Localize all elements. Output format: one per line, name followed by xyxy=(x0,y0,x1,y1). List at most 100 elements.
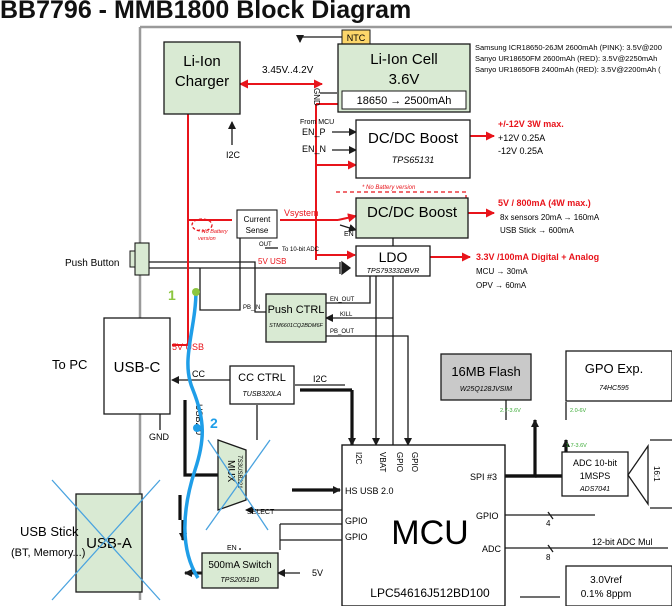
cell-capacity: 18650 → 2500mAh xyxy=(357,95,452,107)
adc-part: ADS7041 xyxy=(579,486,610,493)
cell-spec-2: Sanyo UR18650FM 2600mAh (RED): 3.5V@2250… xyxy=(475,54,657,63)
flash-label: 16MB Flash xyxy=(451,364,520,379)
depopulated-marks xyxy=(51,439,271,601)
to-adc-label: To 10-bit ADC xyxy=(282,247,320,253)
amp-triangle xyxy=(627,443,649,507)
sense-label-1: Current xyxy=(244,215,271,224)
switch-part: TPS2051BD xyxy=(221,577,260,584)
boost2-en: EN xyxy=(344,231,354,238)
flash-part: W25Q128JVSIM xyxy=(460,386,512,393)
vref-label-2: 0.1% 8ppm xyxy=(581,589,632,600)
mcu-gpio-right: GPIO xyxy=(476,511,499,521)
mux-part: TS3USB221 xyxy=(236,455,242,488)
no-battery-jumper xyxy=(191,218,213,232)
en-p-label: EN_P xyxy=(302,127,326,137)
cc-ctrl-part: TUSB320LA xyxy=(243,391,282,398)
ntc-label: NTC xyxy=(347,33,366,43)
boost2-spec-2: USB Stick → 600mA xyxy=(500,226,574,235)
v5-usb-line-label: 5V USB xyxy=(258,257,286,266)
cc-ctrl-label: CC CTRL xyxy=(238,372,286,384)
diagram-title: BB7796 - MMB1800 Block Diagram xyxy=(0,0,411,24)
usb-stick-label-2: (BT, Memory...) xyxy=(11,547,85,559)
gpo-voltage: 2.0-6V xyxy=(570,408,587,414)
cell-capacity-box xyxy=(341,90,467,110)
ldo-spec-title: 3.3V /100mA Digital + Analog xyxy=(476,252,599,262)
mcu-block xyxy=(341,444,506,607)
from-mcu-label: From MCU xyxy=(300,119,334,126)
ldo-spec-2: OPV → 60mA xyxy=(476,281,527,290)
to-pc-label: To PC xyxy=(52,357,87,372)
boost1-label: DC/DC Boost xyxy=(368,130,459,147)
dcdc-boost-pm12-block xyxy=(355,119,471,179)
boost2-label: DC/DC Boost xyxy=(367,204,458,221)
gpo-label: GPO Exp. xyxy=(585,361,644,376)
pb-in-label: PB_IN xyxy=(243,305,260,311)
usb-data-path xyxy=(183,289,204,579)
mcu-pin-gpio-1: GPIO xyxy=(395,452,404,472)
no-battery-note-2a: * No Battery xyxy=(198,229,229,235)
mcu-gpio-left-2: GPIO xyxy=(345,532,368,542)
cell-spec-1: Samsung ICR18650-26JM 2600mAh (PINK): 3.… xyxy=(475,43,662,52)
cc-label: CC xyxy=(192,369,205,379)
en-n-label: EN_N xyxy=(302,144,326,154)
mcu-adc-pin: ADC xyxy=(482,544,502,554)
charger-i2c: I2C xyxy=(226,150,241,160)
adc-mux-label: 12-bit ADC Mul xyxy=(592,537,653,547)
current-sense-block xyxy=(236,209,278,239)
annotation-2-dot xyxy=(193,424,201,432)
cell-gnd: GND xyxy=(312,88,321,106)
bus8-label: 8 xyxy=(546,553,551,562)
mcu-pin-gpio-2: GPIO xyxy=(410,452,419,472)
cc-ctrl-block xyxy=(229,365,295,405)
bus4-label: 4 xyxy=(546,519,551,528)
usb-c-block xyxy=(103,317,171,415)
amp-label: 16:1 xyxy=(652,466,661,482)
vref-label-1: 3.0Vref xyxy=(590,575,622,586)
boost1-spec-title: +/-12V 3W max. xyxy=(498,119,564,129)
dcdc-boost-5v-block xyxy=(355,197,469,239)
boost2-spec-1: 8x sensors 20mA → 160mA xyxy=(500,213,600,222)
mcu-spi: SPI #3 xyxy=(470,472,497,482)
mcu-part: LPC54616J512BD100 xyxy=(370,586,490,600)
mux-label: MUX xyxy=(225,460,236,483)
annotation-1-dot xyxy=(192,288,200,296)
pb-out-label: PB_OUT xyxy=(330,329,354,335)
adc-label-2: 1MSPS xyxy=(580,471,611,481)
adc-block xyxy=(561,451,629,497)
no-battery-note-1: * No Battery version xyxy=(362,185,416,191)
cell-label-2: 3.6V xyxy=(389,71,420,88)
flash-block xyxy=(440,353,532,401)
boost2-spec-title: 5V / 800mA (4W max.) xyxy=(498,198,591,208)
switch-5v-label: 5V xyxy=(312,568,323,578)
switch-label: 500mA Switch xyxy=(208,560,271,571)
no-battery-note-2b: version xyxy=(198,236,216,242)
en-out-label: EN_OUT xyxy=(330,297,355,303)
cc-i2c-label: I2C xyxy=(313,374,328,384)
ldo-spec-1: MCU → 30mA xyxy=(476,267,528,276)
cell-spec-3: Sanyo UR18650FB 2400mAh (RED): 3.5V@2200… xyxy=(475,65,661,74)
adc-label-1: ADC 10-bit xyxy=(573,458,618,468)
mcu-gpio-left-wires xyxy=(279,523,342,550)
boost1-spec-1: +12V 0.25A xyxy=(498,133,545,143)
charger-label-2: Charger xyxy=(175,73,229,90)
kill-label: KILL xyxy=(340,312,353,318)
usb20-label: USB2.0 xyxy=(194,404,204,435)
push-button-cap xyxy=(129,250,136,268)
charger-label-1: Li-Ion xyxy=(183,53,221,70)
sense-label-2: Sense xyxy=(246,226,269,235)
push-button-label: Push Button xyxy=(65,258,119,269)
annotation-1: 1 xyxy=(168,287,176,303)
flash-voltage: 2.7-3.6V xyxy=(500,408,521,414)
cell-label-1: Li-Ion Cell xyxy=(370,51,438,68)
amp-bracket xyxy=(650,439,672,509)
mcu-label: MCU xyxy=(391,514,468,552)
usb-stick-label-1: USB Stick xyxy=(20,524,79,539)
vsystem-label: Vsystem xyxy=(284,208,319,218)
gpo-exp-block xyxy=(565,350,672,402)
push-ctrl-part: STM6601CQ2BDM6F xyxy=(269,323,323,329)
signal-wires xyxy=(149,35,668,598)
mcu-hs-usb: HS USB 2.0 xyxy=(345,486,394,496)
push-button[interactable] xyxy=(134,242,150,276)
adc-voltage: 1.7-3.6V xyxy=(566,443,587,449)
